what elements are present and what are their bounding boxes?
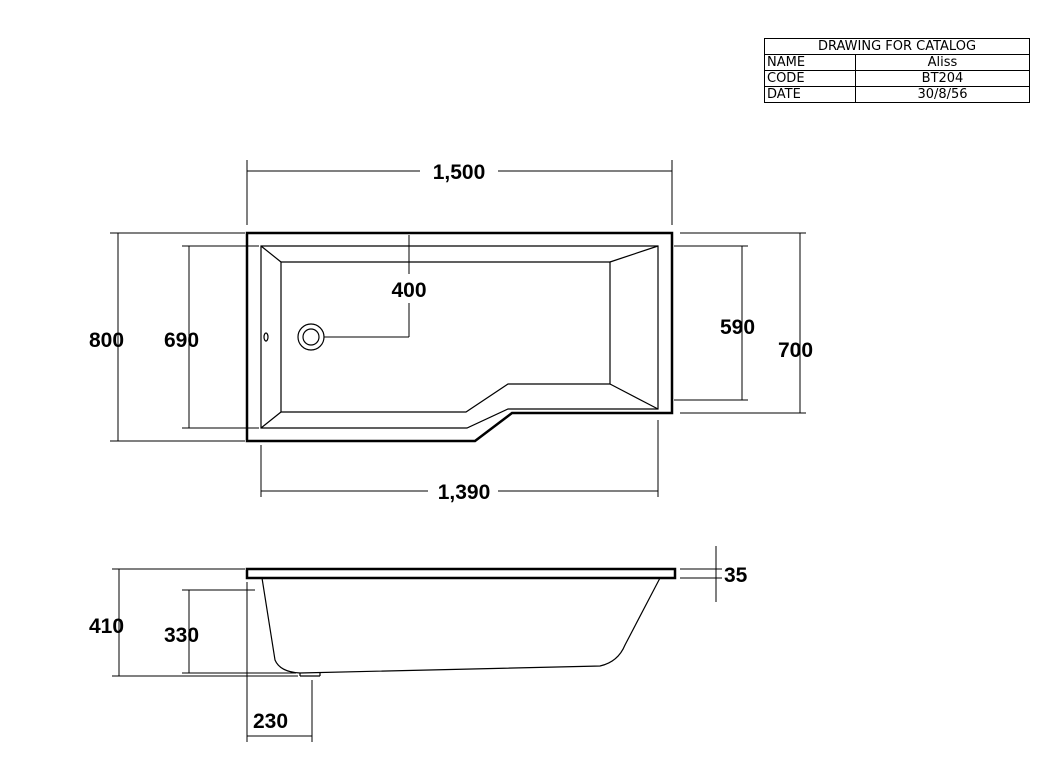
plan-bevel-line [609,383,659,410]
title-block-value: 30/8/56 [855,86,1030,103]
title-block-value: BT204 [855,70,1030,87]
dim-narrow-inner-width: 590 [720,316,755,339]
title-block-row-date: DATE 30/8/56 [764,86,1030,103]
dim-inner-width: 690 [164,329,199,352]
plan-outer-outline [245,231,674,443]
title-block-key: DATE [764,86,856,103]
side-elevation: 35 410 330 230 [89,546,748,742]
plan-bevel-line [260,245,282,263]
title-block: DRAWING FOR CATALOG NAME Aliss CODE BT20… [764,38,1030,103]
dim-inner-length: 1,390 [438,481,491,504]
side-basin-body [261,577,661,674]
plan-inner-lip [260,245,659,429]
dim-overall-length: 1,500 [433,161,486,184]
dim-overall-height: 410 [89,615,124,638]
dim-overall-width: 800 [89,329,124,352]
plan-bevel-line [260,411,282,429]
dim-base-offset: 230 [253,710,288,733]
plan-bevel-line [609,245,659,263]
side-rim [245,567,677,580]
dim-inner-depth: 330 [164,624,199,647]
overflow-icon [263,332,269,342]
dim-waste-offset: 400 [391,279,426,302]
dim-rim-thickness: 35 [724,564,748,587]
plan-view: 1,500 1,390 800 690 400 590 700 [89,160,813,504]
waste-outlet-inner-icon [302,328,320,346]
dim-narrow-overall-width: 700 [778,339,813,362]
waste-outlet-icon [297,323,325,351]
title-block-row-code: CODE BT204 [764,70,1030,87]
